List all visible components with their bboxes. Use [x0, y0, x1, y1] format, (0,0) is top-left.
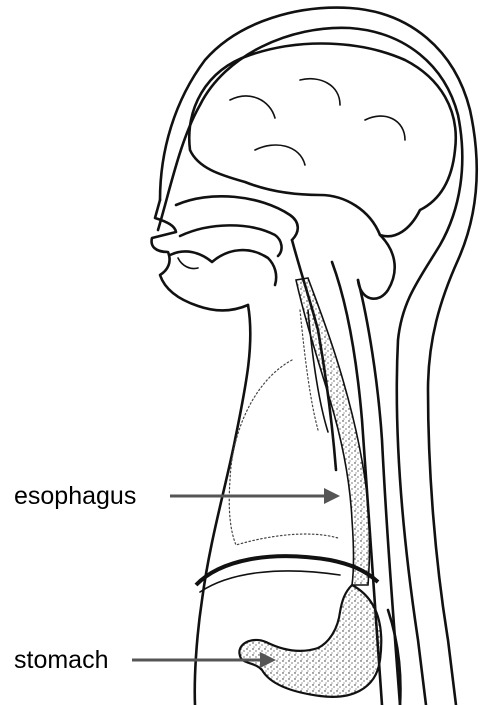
brain-fold-3: [365, 116, 405, 140]
brain-fold-4: [255, 145, 305, 165]
esophagus-label: esophagus: [14, 482, 136, 510]
brainstem: [358, 235, 395, 299]
stomach-label: stomach: [14, 646, 108, 674]
brain-fold-2: [300, 79, 340, 105]
stomach-organ: [239, 585, 381, 697]
nasal-passage: [176, 196, 298, 240]
skull-inner-outline: [158, 28, 462, 705]
oral-cavity: [178, 258, 198, 269]
tongue: [170, 250, 276, 285]
brain-fold-1: [230, 96, 275, 118]
brain: [189, 44, 456, 237]
diaphragm-lower: [200, 571, 340, 592]
esophagus-arrow-head: [324, 488, 340, 504]
